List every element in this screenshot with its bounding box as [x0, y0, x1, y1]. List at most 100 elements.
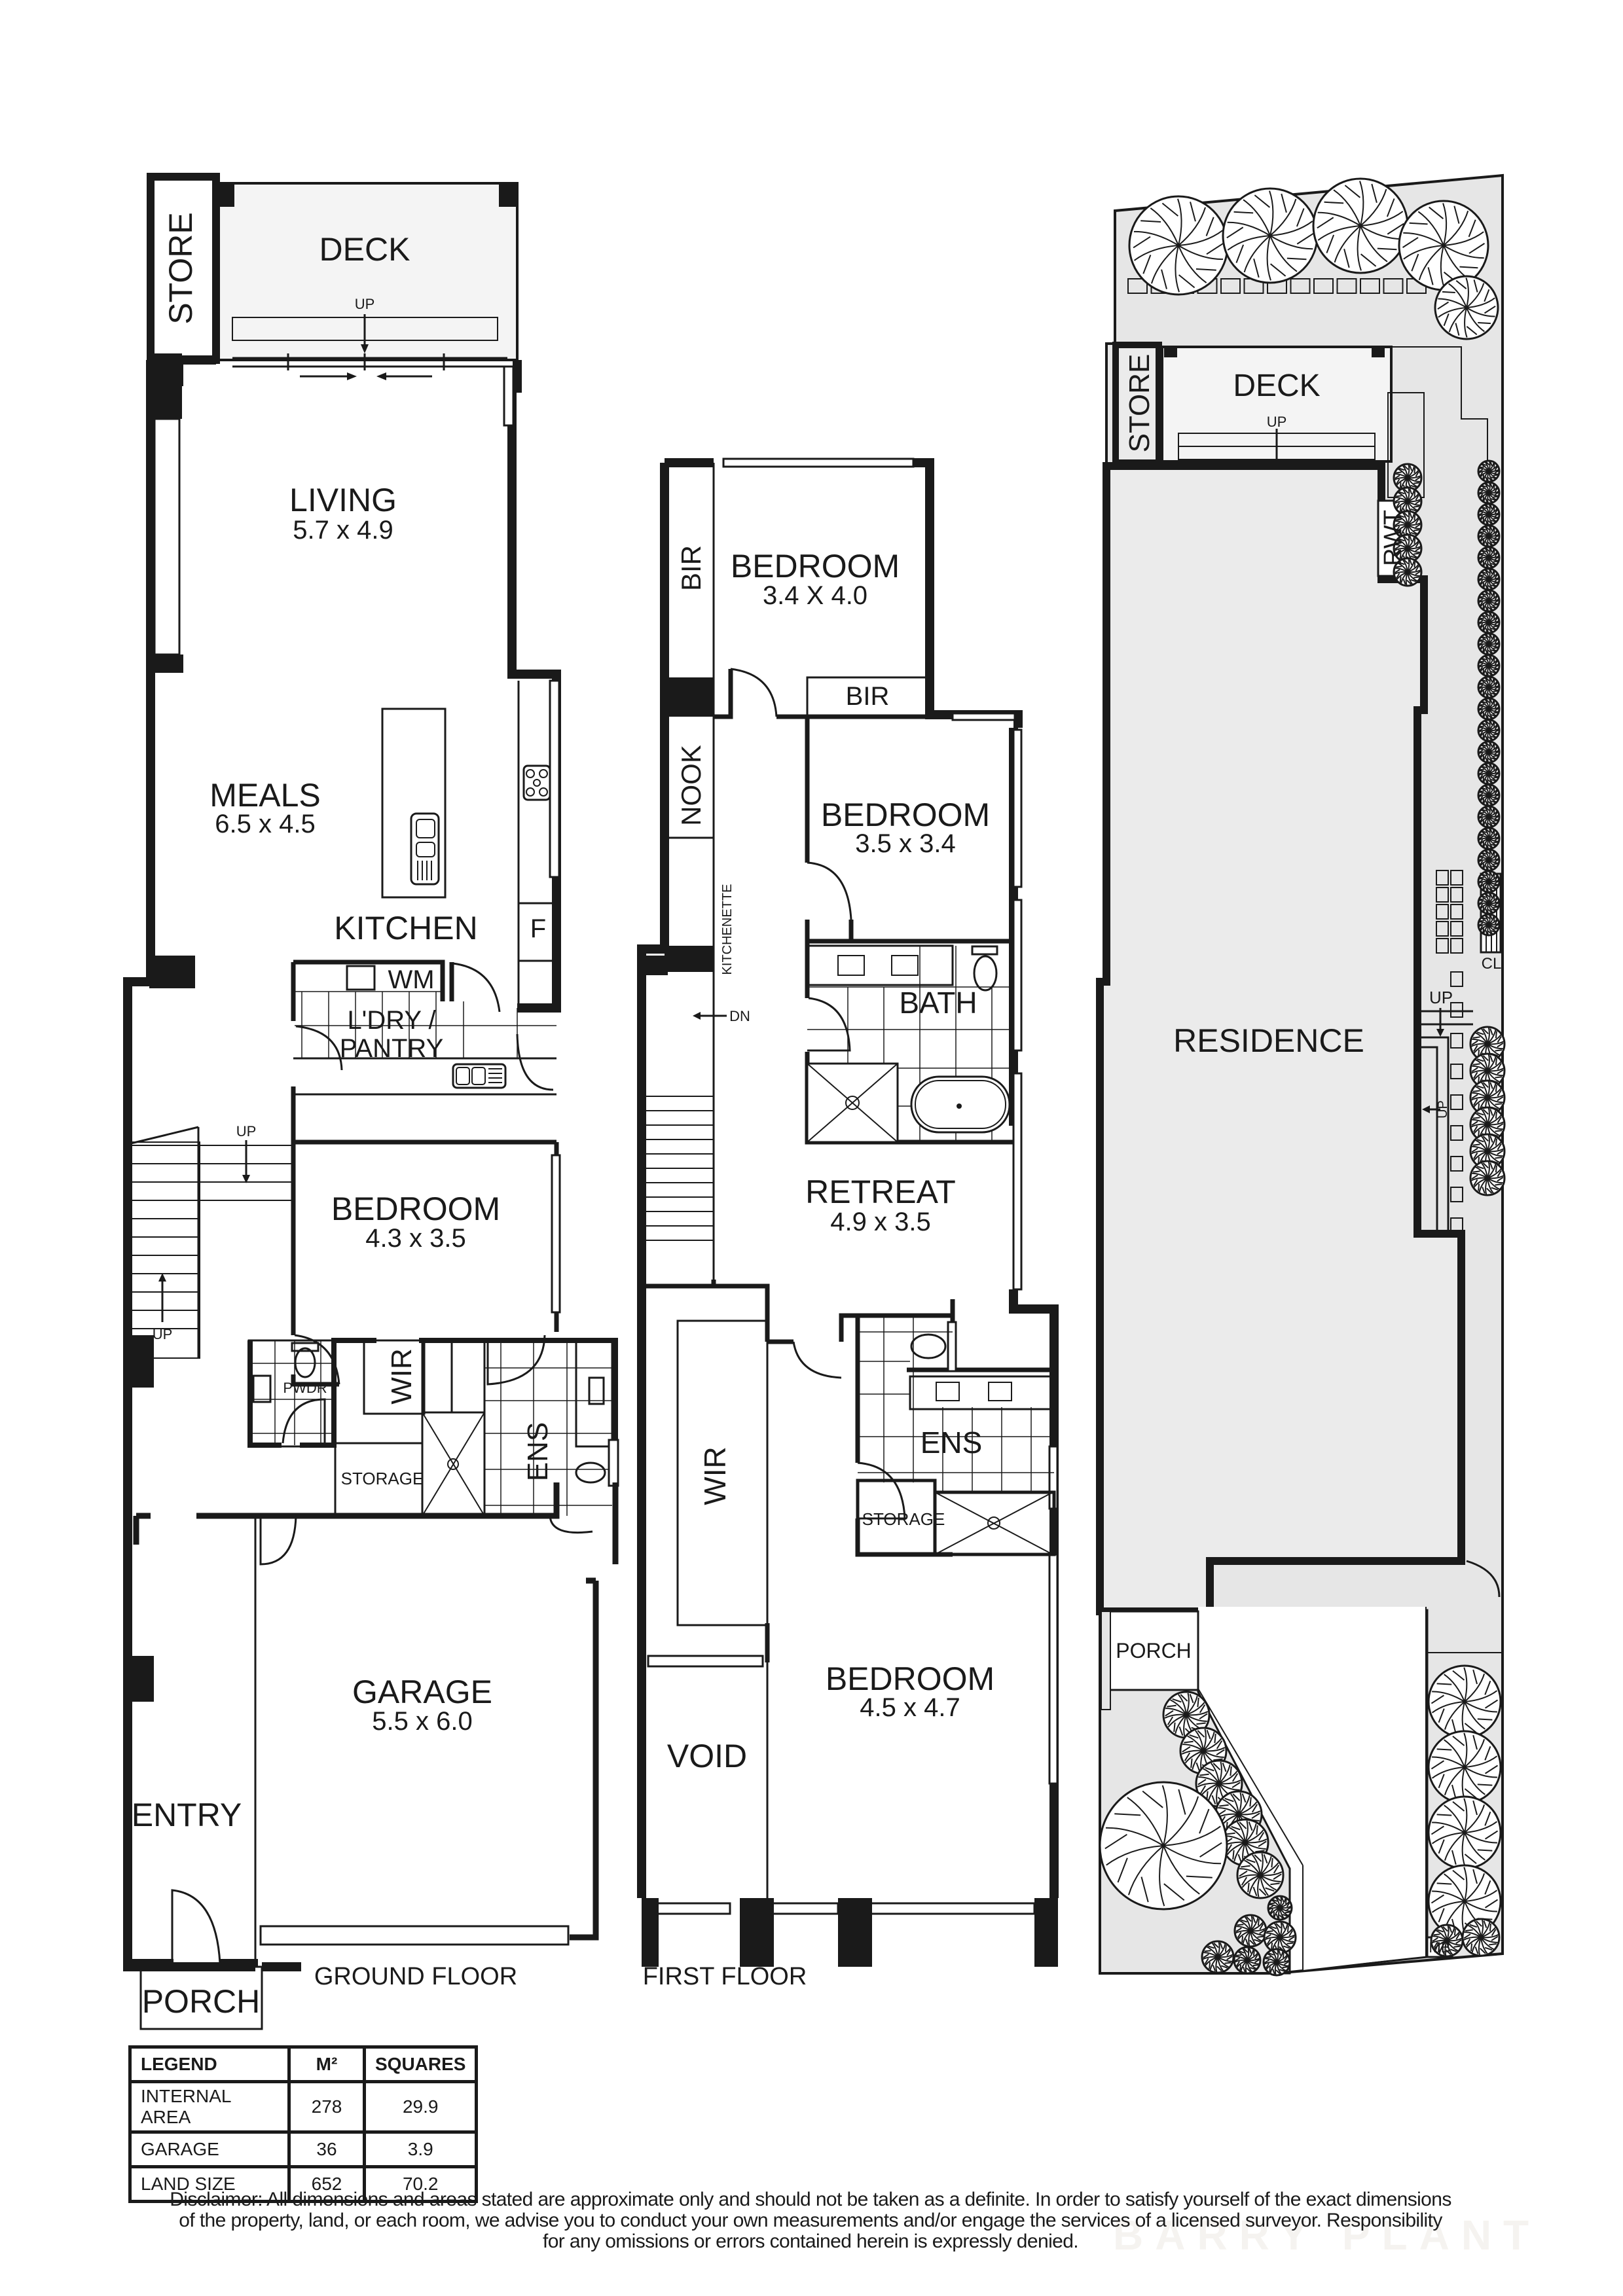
ground-floor-title: GROUND FLOOR	[314, 1963, 517, 1990]
paver	[1360, 278, 1380, 294]
gf-entry-door-swing	[171, 1889, 221, 1964]
site-porch-label: PORCH	[1116, 1639, 1192, 1662]
legend-header-label: LEGEND	[128, 2045, 291, 2083]
tree-icon	[1477, 567, 1501, 591]
tree-icon	[1128, 195, 1229, 296]
legend-row-squares: 29.9	[362, 2080, 479, 2134]
tree-icon	[1393, 533, 1423, 564]
gf-wir-label: WIR	[386, 1348, 418, 1405]
disclaimer-line: Disclaimer: All dimensions and areas sta…	[170, 2189, 1451, 2210]
gf-kitchen-sink	[410, 812, 440, 886]
gf-laundry-sink	[452, 1063, 507, 1089]
paver	[1450, 887, 1463, 903]
gf-laundry-tiles	[295, 991, 556, 1058]
gf-pwdr-toilet	[294, 1347, 316, 1378]
tree-icon	[1469, 1079, 1506, 1116]
ff-ens-toilet	[910, 1333, 947, 1359]
site-porch	[1108, 1610, 1199, 1691]
legend-header-m2: M²	[287, 2045, 366, 2083]
legend-row-label: GARAGE	[128, 2130, 291, 2168]
disclaimer-line: for any omissions or errors contained he…	[542, 2231, 1079, 2252]
ff-bath-shower	[806, 1062, 899, 1143]
tree-icon	[1477, 697, 1501, 721]
tree-icon	[1427, 1730, 1502, 1804]
legend-row: LAND SIZE 652 70.2	[128, 2165, 479, 2203]
tree-icon	[1427, 1664, 1502, 1739]
ff-bedroom3-size: 4.5 x 4.7	[860, 1693, 960, 1722]
gf-wm-label: WM	[388, 965, 434, 994]
ff-void-label: VOID	[667, 1738, 747, 1774]
site-mailbox-label: MB	[1429, 1939, 1451, 1956]
ff-bedroom3-label: BEDROOM	[826, 1660, 994, 1697]
gf-ens-tiles	[484, 1338, 612, 1516]
tree-icon	[1233, 1914, 1267, 1948]
paver	[1436, 921, 1449, 937]
gf-fridge-label: F	[530, 914, 546, 943]
tree-icon	[1477, 589, 1501, 613]
ground-floor-plan: F	[123, 173, 619, 2030]
ff-wir-rail	[676, 1319, 769, 1626]
tree-icon	[1434, 275, 1499, 340]
gf-living-label: LIVING	[289, 482, 397, 518]
ff-ens-tiles	[858, 1316, 1054, 1493]
ff-staircase	[645, 1012, 727, 1241]
tree-icon	[1393, 510, 1423, 540]
paver	[1450, 870, 1463, 886]
ff-pier	[740, 1898, 774, 1967]
tree-icon	[1099, 1781, 1228, 1910]
paver	[1313, 278, 1334, 294]
paver	[1450, 1156, 1463, 1172]
gf-staircase	[130, 1126, 293, 1359]
paver	[1450, 1002, 1463, 1018]
gf-deck-pier	[499, 183, 517, 207]
tree-icon	[1262, 1948, 1291, 1977]
gf-garage-size: 5.5 x 6.0	[372, 1707, 472, 1736]
gf-cooktop	[522, 764, 551, 801]
tree-icon	[1236, 1851, 1285, 1899]
tree-icon	[1477, 632, 1501, 656]
paver	[1450, 938, 1463, 954]
tree-icon	[1477, 891, 1501, 915]
paver	[1450, 904, 1463, 920]
legend-row-squares: 70.2	[362, 2165, 479, 2203]
tree-icon	[1477, 546, 1501, 569]
paver	[1336, 278, 1357, 294]
paver	[1127, 278, 1148, 294]
tree-icon	[1393, 557, 1423, 587]
gf-kitchen-island	[381, 708, 447, 899]
gf-ens-toilet	[575, 1462, 606, 1484]
tree-icon	[1263, 1920, 1297, 1954]
disclaimer-line: of the property, land, or each room, we …	[179, 2210, 1442, 2231]
gf-meals-label: MEALS	[210, 777, 321, 814]
tree-icon	[1477, 675, 1501, 699]
legend-row-squares: 3.9	[362, 2130, 479, 2168]
ff-pier	[1034, 1898, 1058, 1967]
paver	[1450, 921, 1463, 937]
legend-row-m2: 652	[287, 2165, 366, 2203]
site-deck-label: DECK	[1233, 368, 1320, 403]
ff-bedroom2-label: BEDROOM	[821, 797, 990, 833]
paver	[1290, 278, 1311, 294]
gf-stair-up-bottom: UP	[153, 1326, 173, 1342]
paver	[1436, 887, 1449, 903]
paver	[1450, 1187, 1463, 1202]
ff-ens-label: ENS	[921, 1426, 983, 1460]
tree-icon	[1477, 848, 1501, 872]
paver	[1220, 278, 1241, 294]
tree-icon	[1477, 481, 1501, 505]
paver	[1436, 938, 1449, 954]
gf-porch-label: PORCH	[142, 1983, 261, 2020]
gf-meals-size: 6.5 x 4.5	[215, 810, 315, 838]
tree-icon	[1477, 459, 1501, 483]
tree-icon	[1477, 611, 1501, 634]
tree-icon	[1221, 1818, 1269, 1867]
legend-row-label: INTERNAL AREA	[128, 2080, 291, 2134]
tree-icon	[1477, 524, 1501, 548]
paver	[1450, 971, 1463, 987]
legend-row-m2: 36	[287, 2130, 366, 2168]
gf-pwdr-label: PWDR	[283, 1380, 327, 1396]
site-paver-grid	[1436, 870, 1463, 1233]
ff-kitchenette-label: KITCHENETTE	[720, 884, 735, 975]
tree-icon	[1233, 1946, 1262, 1975]
ff-void-balustrade	[647, 1655, 764, 1668]
